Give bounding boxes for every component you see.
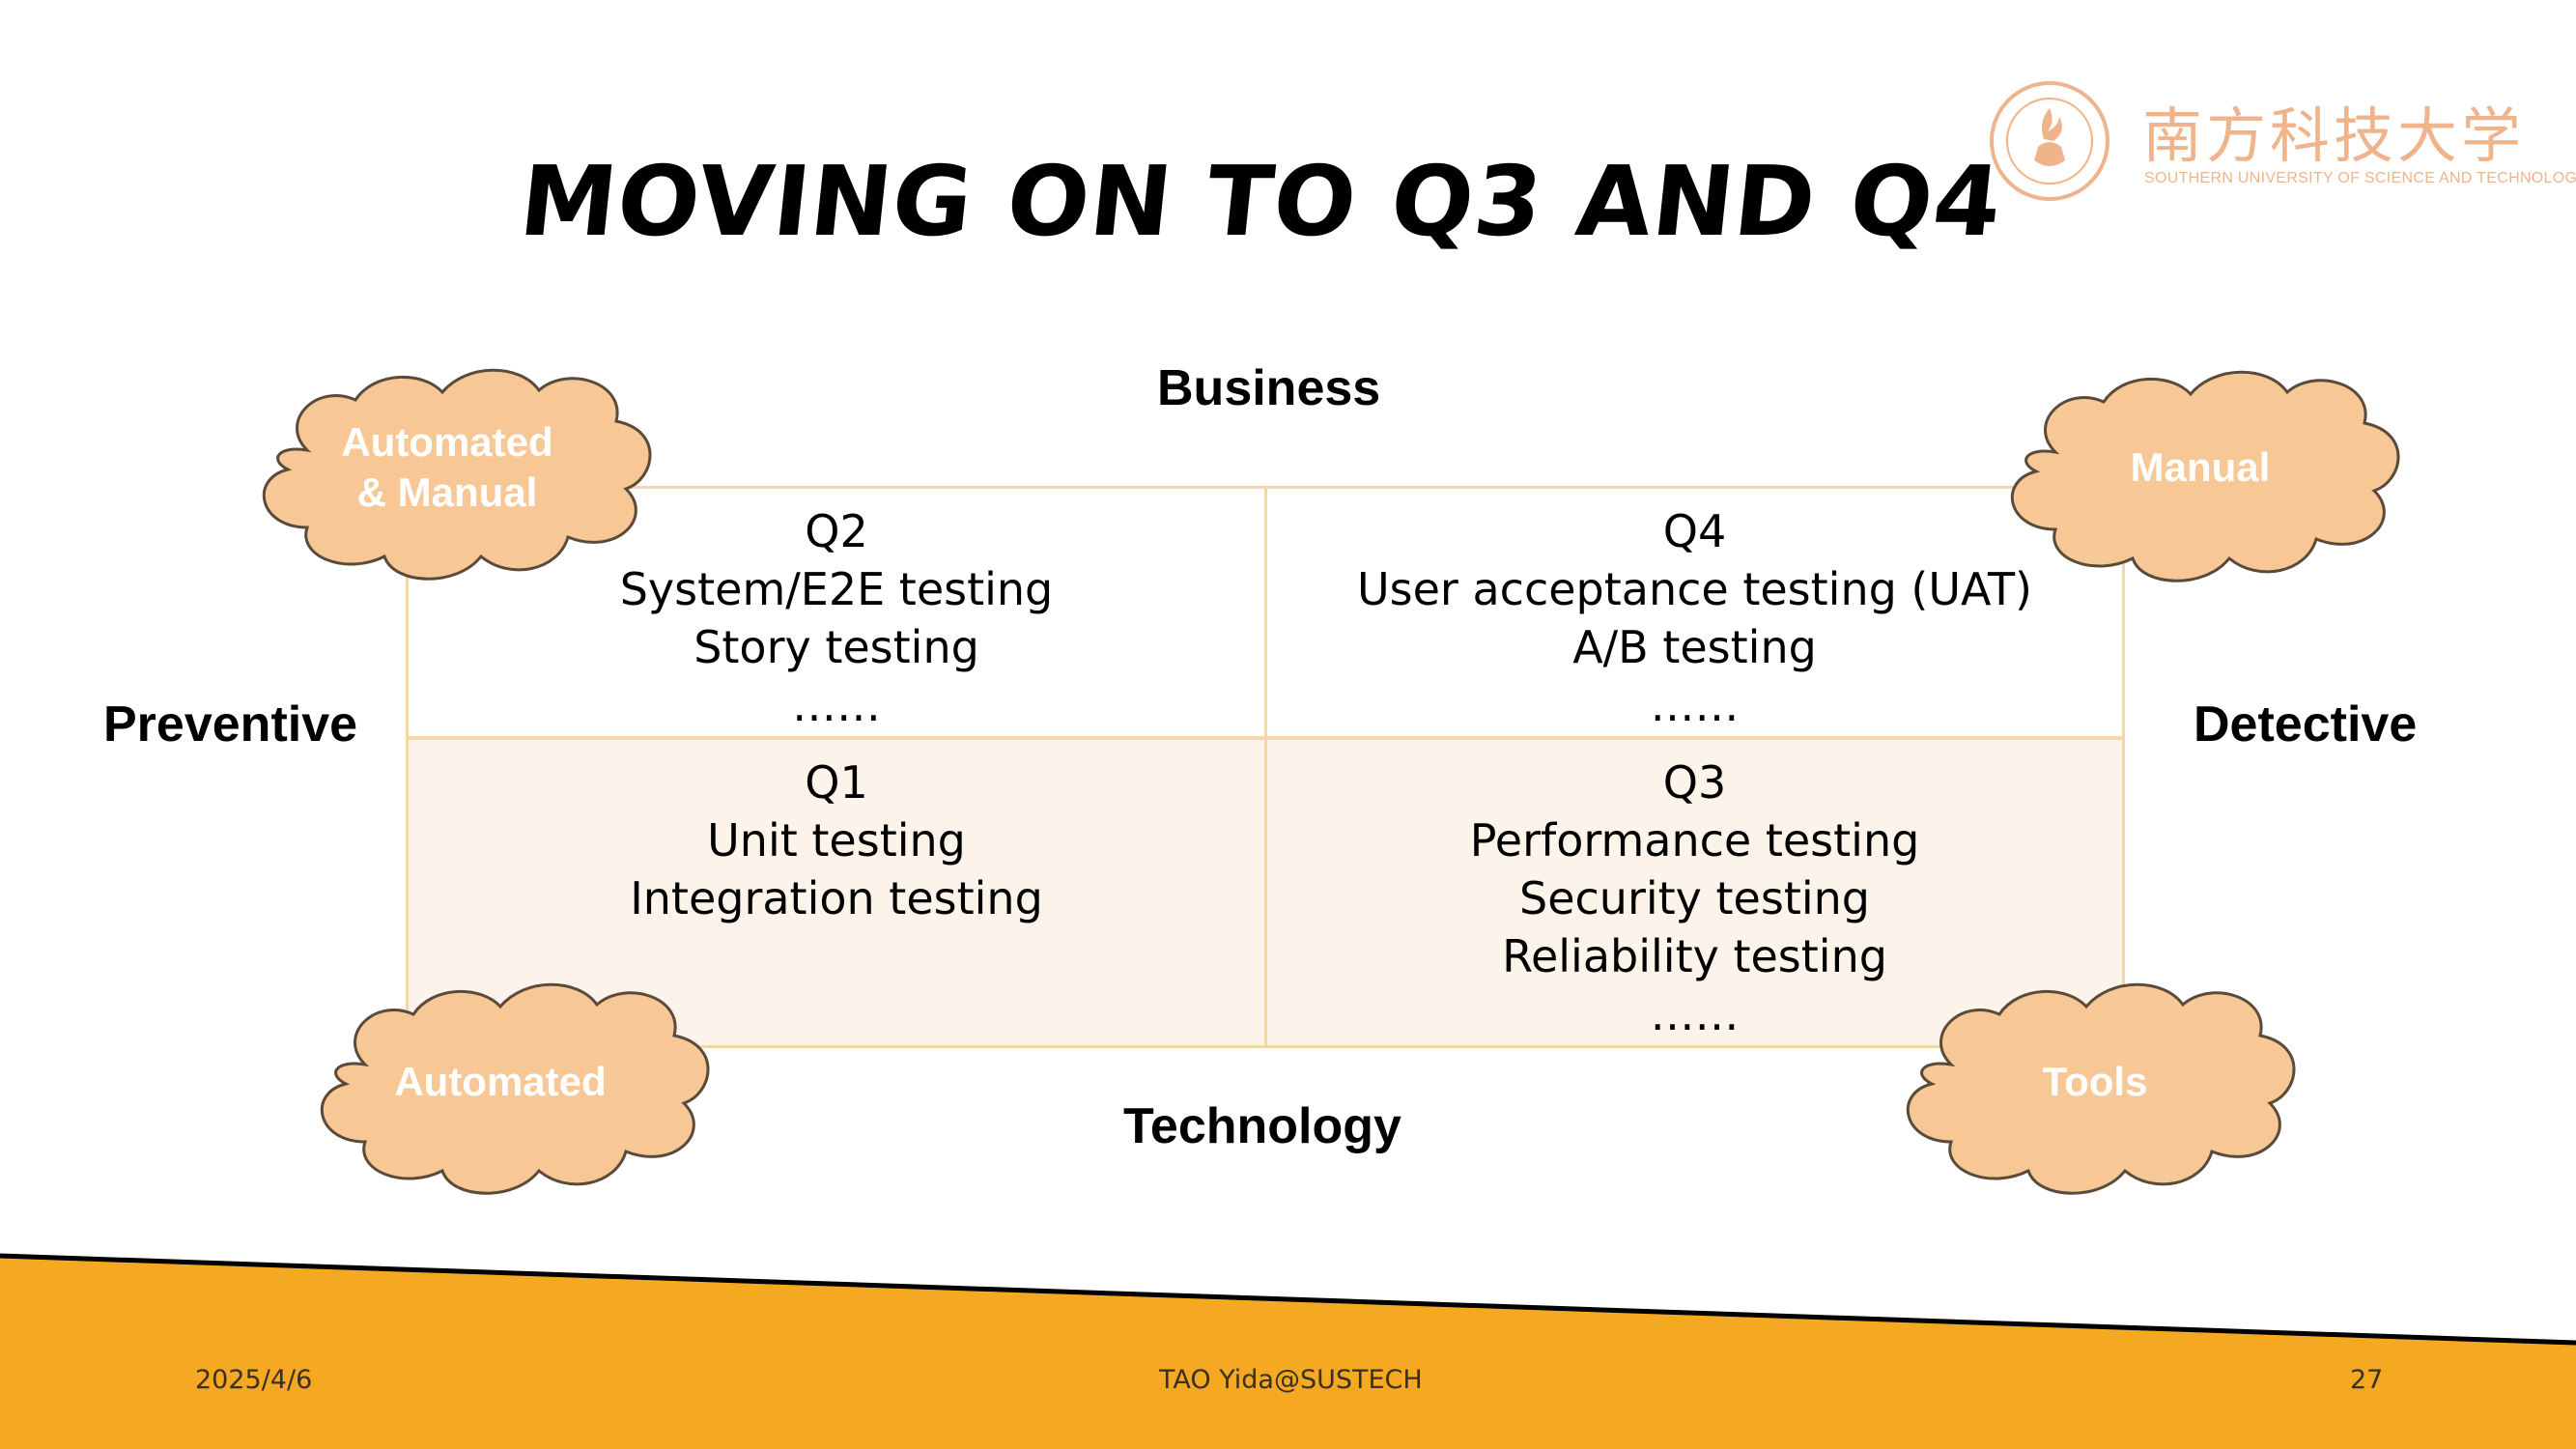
quadrant-q3-ellipsis: …… bbox=[1650, 988, 1740, 1040]
axis-label-detective: Detective bbox=[2194, 696, 2418, 753]
quadrant-q1-item: Unit testing bbox=[707, 814, 966, 867]
cloud-label: & Manual bbox=[356, 469, 538, 515]
cloud-label: Automated bbox=[394, 1059, 607, 1104]
cloud-shape-icon bbox=[2010, 370, 2400, 582]
cloud-tools: Tools bbox=[1893, 978, 2328, 1200]
quadrant-q4: Q4 User acceptance testing (UAT) A/B tes… bbox=[1267, 489, 2122, 740]
quadrant-q3-title: Q3 bbox=[1662, 756, 1727, 809]
quadrant-q4-item: A/B testing bbox=[1572, 621, 1817, 673]
cloud-shape-icon bbox=[262, 368, 652, 581]
cloud-shape-icon bbox=[1906, 982, 2296, 1195]
quadrant-q2: Q2 System/E2E testing Story testing …… bbox=[409, 489, 1267, 740]
footer-band bbox=[0, 1253, 2576, 1449]
cloud-manual: Manual bbox=[1997, 365, 2432, 587]
quadrant-q4-ellipsis: …… bbox=[1650, 679, 1740, 731]
footer-page-number: 27 bbox=[2350, 1365, 2384, 1395]
quadrant-q2-item: Story testing bbox=[694, 621, 979, 673]
footer-date: 2025/4/6 bbox=[195, 1365, 313, 1395]
quadrant-q4-item: User acceptance testing (UAT) bbox=[1357, 563, 2032, 615]
university-english-name: SOUTHERN UNIVERSITY OF SCIENCE AND TECHN… bbox=[2144, 170, 2576, 186]
footer-author: TAO Yida@SUSTECH bbox=[1159, 1365, 1423, 1395]
quadrant-q1-item: Integration testing bbox=[630, 872, 1043, 924]
slide-title: MOVING ON TO Q3 AND Q4 bbox=[514, 145, 2008, 258]
quadrant-q3-item: Security testing bbox=[1519, 872, 1870, 924]
quadrant-q1-title: Q1 bbox=[805, 756, 868, 809]
university-chinese-name: 南方科技大学 bbox=[2142, 100, 2526, 171]
quadrant-q3-item: Performance testing bbox=[1469, 814, 1920, 867]
quadrant-q4-title: Q4 bbox=[1662, 505, 1727, 557]
cloud-label: Automated bbox=[341, 419, 553, 465]
quadrant-q2-title: Q2 bbox=[805, 505, 868, 557]
university-seal-icon bbox=[1990, 81, 2109, 201]
cloud-shape-icon bbox=[320, 982, 710, 1195]
cloud-automated: Automated bbox=[307, 978, 742, 1200]
quadrant-q2-ellipsis: …… bbox=[792, 679, 881, 731]
quadrant-q3: Q3 Performance testing Security testing … bbox=[1267, 740, 2122, 1045]
university-logo: 南方科技大学 SOUTHERN UNIVERSITY OF SCIENCE AN… bbox=[1988, 77, 2576, 213]
cloud-automated-and-manual: Automated & Manual bbox=[249, 363, 684, 585]
testing-quadrants-grid: Q2 System/E2E testing Story testing …… Q… bbox=[406, 486, 2125, 1048]
axis-label-technology: Technology bbox=[1123, 1098, 1401, 1154]
quadrant-q3-item: Reliability testing bbox=[1502, 930, 1887, 982]
cloud-label: Tools bbox=[2042, 1059, 2148, 1104]
axis-label-business: Business bbox=[1157, 360, 1381, 416]
cloud-label: Manual bbox=[2130, 444, 2271, 490]
quadrant-q2-item: System/E2E testing bbox=[619, 563, 1054, 615]
axis-label-preventive: Preventive bbox=[103, 696, 358, 753]
